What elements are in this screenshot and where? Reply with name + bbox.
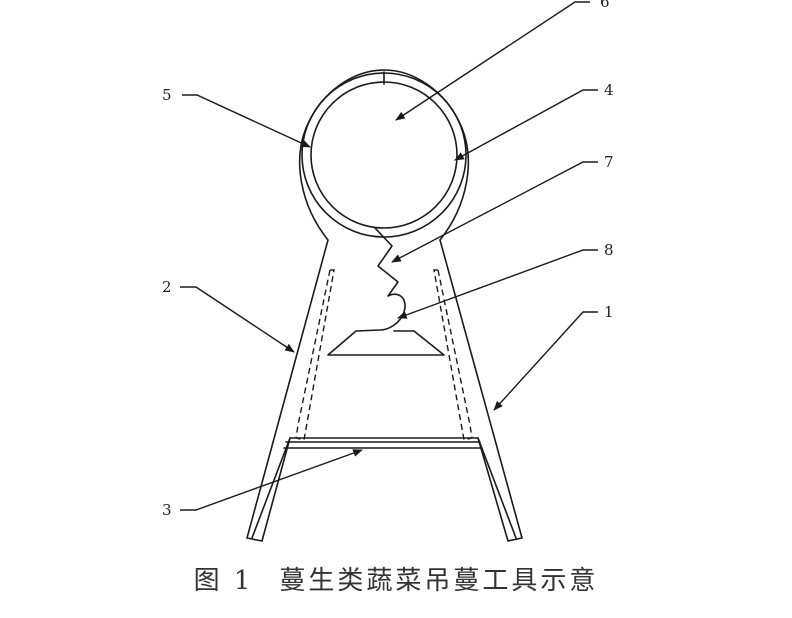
leader-4	[454, 89, 598, 161]
leader-5	[182, 94, 311, 148]
caption-number: 图 1	[193, 566, 254, 596]
label-5: 5	[162, 86, 172, 104]
caption-text: 蔓生类蔬菜吊蔓工具示意	[279, 566, 599, 596]
right-leg-channel	[433, 269, 473, 441]
label-2: 2	[162, 278, 172, 296]
ring-outer-band	[301, 72, 467, 238]
left-leg-inner-edge	[251, 437, 291, 539]
leader-2	[180, 286, 295, 353]
leader-6	[395, 1, 590, 121]
label-7: 7	[604, 153, 614, 171]
label-1: 1	[604, 303, 614, 321]
ring-inner-circle	[310, 81, 458, 229]
leader-8	[397, 249, 598, 319]
label-8: 8	[604, 241, 614, 259]
jaw-zigzag	[327, 227, 445, 356]
leader-1	[493, 311, 598, 411]
left-leg-channel	[295, 269, 335, 441]
leader-3	[180, 449, 363, 511]
label-3: 3	[162, 501, 172, 519]
leader-7	[391, 161, 598, 263]
right-leg-inner-edge	[477, 437, 517, 539]
label-6: 6	[600, 0, 610, 11]
label-4: 4	[604, 81, 614, 99]
tool-body-outline	[246, 69, 523, 542]
figure-caption: 图 1 蔓生类蔬菜吊蔓工具示意	[0, 560, 792, 597]
